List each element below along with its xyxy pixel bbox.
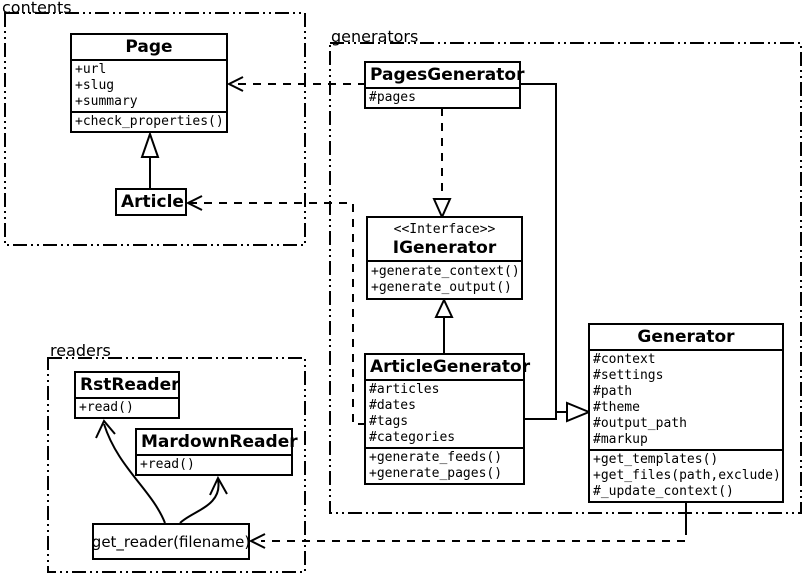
class-igenerator: <<Interface>> IGenerator +generate_conte… bbox=[366, 216, 523, 300]
class-article-generator-title: ArticleGenerator bbox=[370, 357, 531, 377]
class-article-generator: ArticleGenerator #articles #dates #tags … bbox=[364, 353, 531, 485]
class-mardown-reader: MardownReader +read() bbox=[135, 428, 298, 476]
class-igenerator-stereotype: <<Interface>> bbox=[393, 222, 496, 237]
generalization-article-to-page-triangle bbox=[140, 130, 160, 158]
class-pages-generator-title: PagesGenerator bbox=[370, 65, 525, 85]
arrow-getreader-to-mardownreader-curve bbox=[179, 479, 220, 524]
attribute: #context bbox=[593, 352, 656, 367]
class-pages-generator-attributes: #pages bbox=[366, 87, 519, 107]
attribute: #dates bbox=[369, 398, 416, 413]
generalization-to-generator-triangle bbox=[566, 401, 592, 423]
method: +generate_output() bbox=[371, 280, 512, 295]
method: +get_files(path,exclude) bbox=[593, 468, 781, 483]
arrow-getreader-to-rstreader-arrowhead bbox=[95, 419, 116, 439]
method: +generate_pages() bbox=[369, 466, 503, 481]
generalization-pagesgenerator-to-generator-line bbox=[519, 83, 567, 413]
arrow-getreader-to-mardownreader-arrowhead bbox=[209, 475, 228, 496]
attribute: #theme bbox=[593, 400, 640, 415]
attribute: #pages bbox=[369, 90, 416, 105]
attribute: #markup bbox=[593, 432, 648, 447]
package-readers-label: readers bbox=[50, 341, 111, 360]
package-generators-label: generators bbox=[331, 27, 419, 46]
generalization-articlegenerator-to-generator-line bbox=[523, 412, 557, 420]
class-generator: Generator #context #settings #path #them… bbox=[588, 323, 784, 503]
class-igenerator-methods: +generate_context() +generate_output() bbox=[368, 260, 521, 298]
class-page-methods: +check_properties() bbox=[72, 111, 226, 131]
package-contents-label: contents bbox=[2, 0, 72, 17]
method: +check_properties() bbox=[75, 114, 224, 129]
class-igenerator-title: <<Interface>> IGenerator bbox=[368, 218, 521, 260]
package-readers-border bbox=[47, 357, 306, 573]
attribute: #path bbox=[593, 384, 633, 399]
method: +generate_feeds() bbox=[369, 450, 503, 465]
class-mardown-reader-title: MardownReader bbox=[141, 432, 298, 452]
arrow-getreader-to-rstreader-curve bbox=[103, 423, 166, 524]
attribute: #categories bbox=[369, 430, 456, 445]
dependency-articlegenerator-to-article-line bbox=[190, 202, 366, 425]
class-article-title: Article bbox=[121, 192, 184, 212]
generalization-articlegenerator-to-igenerator-triangle bbox=[434, 297, 454, 318]
dependency-pagesgenerator-to-page-arrowhead bbox=[226, 76, 244, 92]
class-generator-methods: +get_templates() +get_files(path,exclude… bbox=[590, 449, 782, 501]
attribute: +url bbox=[75, 62, 107, 77]
attribute: +summary bbox=[75, 94, 138, 109]
class-article-generator-methods: +generate_feeds() +generate_pages() bbox=[366, 447, 523, 483]
method: +generate_context() bbox=[371, 264, 520, 279]
dependency-generator-to-getreader-arrowhead bbox=[248, 533, 266, 549]
attribute: #output_path bbox=[593, 416, 687, 431]
attribute: #settings bbox=[593, 368, 664, 383]
class-generator-attributes: #context #settings #path #theme #output_… bbox=[590, 349, 782, 449]
class-rst-reader-methods: +read() bbox=[76, 397, 178, 417]
class-pages-generator: PagesGenerator #pages bbox=[364, 61, 525, 109]
class-page: Page +url +slug +summary +check_properti… bbox=[70, 33, 228, 133]
class-article: Article bbox=[115, 188, 187, 216]
attribute: #articles bbox=[369, 382, 440, 397]
realization-pagesgenerator-to-igenerator-triangle bbox=[432, 198, 452, 220]
method: #_update_context() bbox=[593, 484, 734, 499]
class-mardown-reader-methods: +read() bbox=[137, 454, 291, 474]
package-generators-border bbox=[329, 42, 802, 514]
attribute: +slug bbox=[75, 78, 115, 93]
method: +read() bbox=[140, 457, 195, 472]
attribute: #tags bbox=[369, 414, 409, 429]
class-page-attributes: +url +slug +summary bbox=[72, 59, 226, 111]
class-rst-reader: RstReader +read() bbox=[74, 371, 180, 419]
class-article-generator-attributes: #articles #dates #tags #categories bbox=[366, 379, 523, 447]
class-page-title: Page bbox=[125, 37, 173, 57]
method: +read() bbox=[79, 400, 134, 415]
class-igenerator-name: IGenerator bbox=[392, 238, 497, 258]
package-contents-border bbox=[4, 12, 306, 246]
dependency-generator-to-getreader-line bbox=[261, 527, 687, 542]
method: +get_templates() bbox=[593, 452, 719, 467]
dependency-articlegenerator-to-article-arrowhead bbox=[185, 195, 203, 211]
class-generator-title: Generator bbox=[637, 327, 735, 347]
class-rst-reader-title: RstReader bbox=[80, 375, 180, 395]
function-get-reader: get_reader(filename) bbox=[92, 523, 250, 560]
